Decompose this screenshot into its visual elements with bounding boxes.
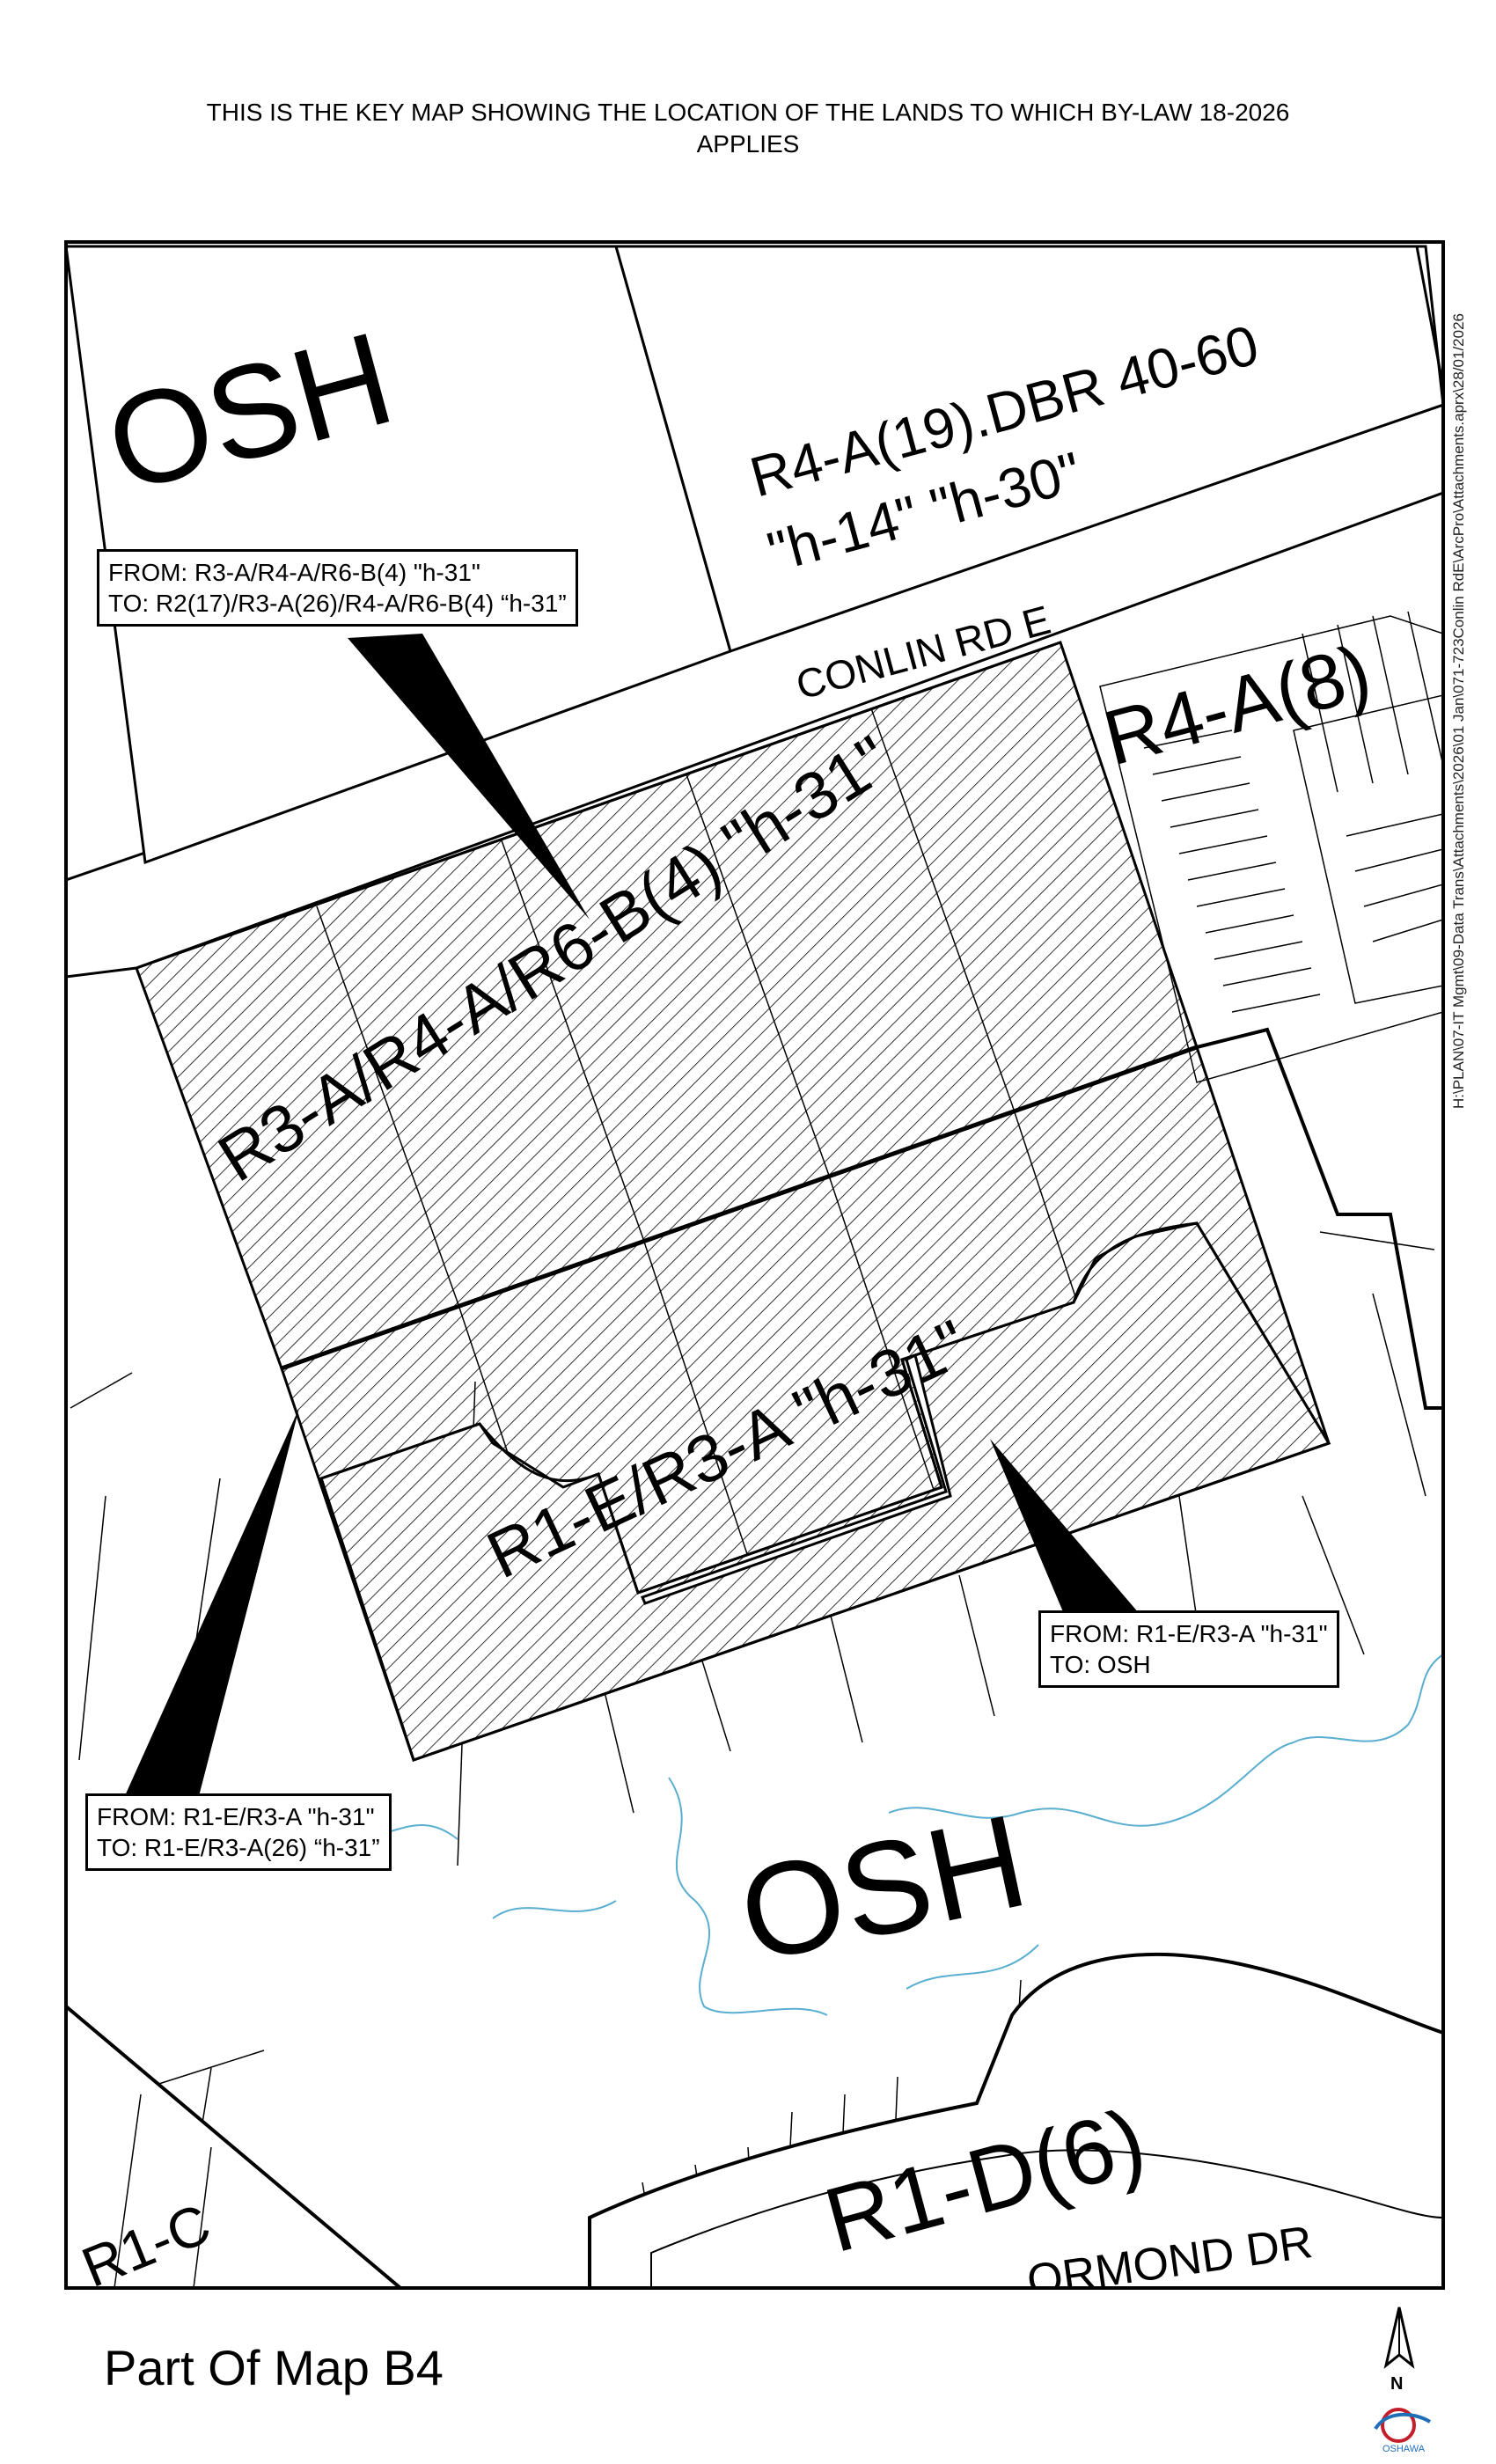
- callout-left: FROM: R1-E/R3-A "h-31" TO: R1-E/R3-A(26)…: [85, 1793, 392, 1871]
- callout-pointer-right: [990, 1439, 1144, 1637]
- map-reference-label: Part Of Map B4: [104, 2340, 444, 2395]
- north-arrow-icon: [1383, 2306, 1415, 2369]
- zone-label-r4a8: R4-A(8): [1095, 627, 1379, 781]
- callout-left-to: TO: R1-E/R3-A(26) “h-31”: [97, 1834, 380, 1861]
- file-path-label: H:\PLAN\07-IT Mgmt\09-Data Trans\Attachm…: [1450, 313, 1467, 1109]
- callout-top: FROM: R3-A/R4-A/R6-B(4) "h-31" TO: R2(17…: [97, 549, 578, 627]
- map-title: THIS IS THE KEY MAP SHOWING THE LOCATION…: [0, 97, 1496, 161]
- zone-label-osh-south: OSH: [728, 1786, 1038, 1990]
- callout-right: FROM: R1-E/R3-A "h-31" TO: OSH: [1038, 1610, 1339, 1688]
- creek-line: [351, 1654, 1443, 2016]
- callout-top-from: FROM: R3-A/R4-A/R6-B(4) "h-31": [108, 559, 480, 586]
- map-title-line2: APPLIES: [696, 130, 800, 158]
- map-title-line1: THIS IS THE KEY MAP SHOWING THE LOCATION…: [206, 99, 1290, 126]
- callout-right-from: FROM: R1-E/R3-A "h-31": [1050, 1620, 1328, 1647]
- callout-pointer-left: [123, 1408, 299, 1800]
- r4a19-parcel: [614, 245, 1443, 653]
- ormond-drive: [588, 1952, 1443, 2288]
- callout-right-to: TO: OSH: [1050, 1651, 1151, 1678]
- callout-pointer-top: [348, 634, 590, 920]
- city-gis-logo-icon: OSHAWA: [1374, 2408, 1432, 2454]
- callout-top-to: TO: R2(17)/R3-A(26)/R4-A/R6-B(4) “h-31”: [108, 590, 567, 617]
- north-label: N: [1390, 2374, 1404, 2394]
- r1c-parcel: [66, 2004, 404, 2288]
- callout-left-from: FROM: R1-E/R3-A "h-31": [97, 1803, 375, 1830]
- logo-text: OSHAWA: [1382, 2444, 1426, 2454]
- map-frame: [64, 240, 1445, 2290]
